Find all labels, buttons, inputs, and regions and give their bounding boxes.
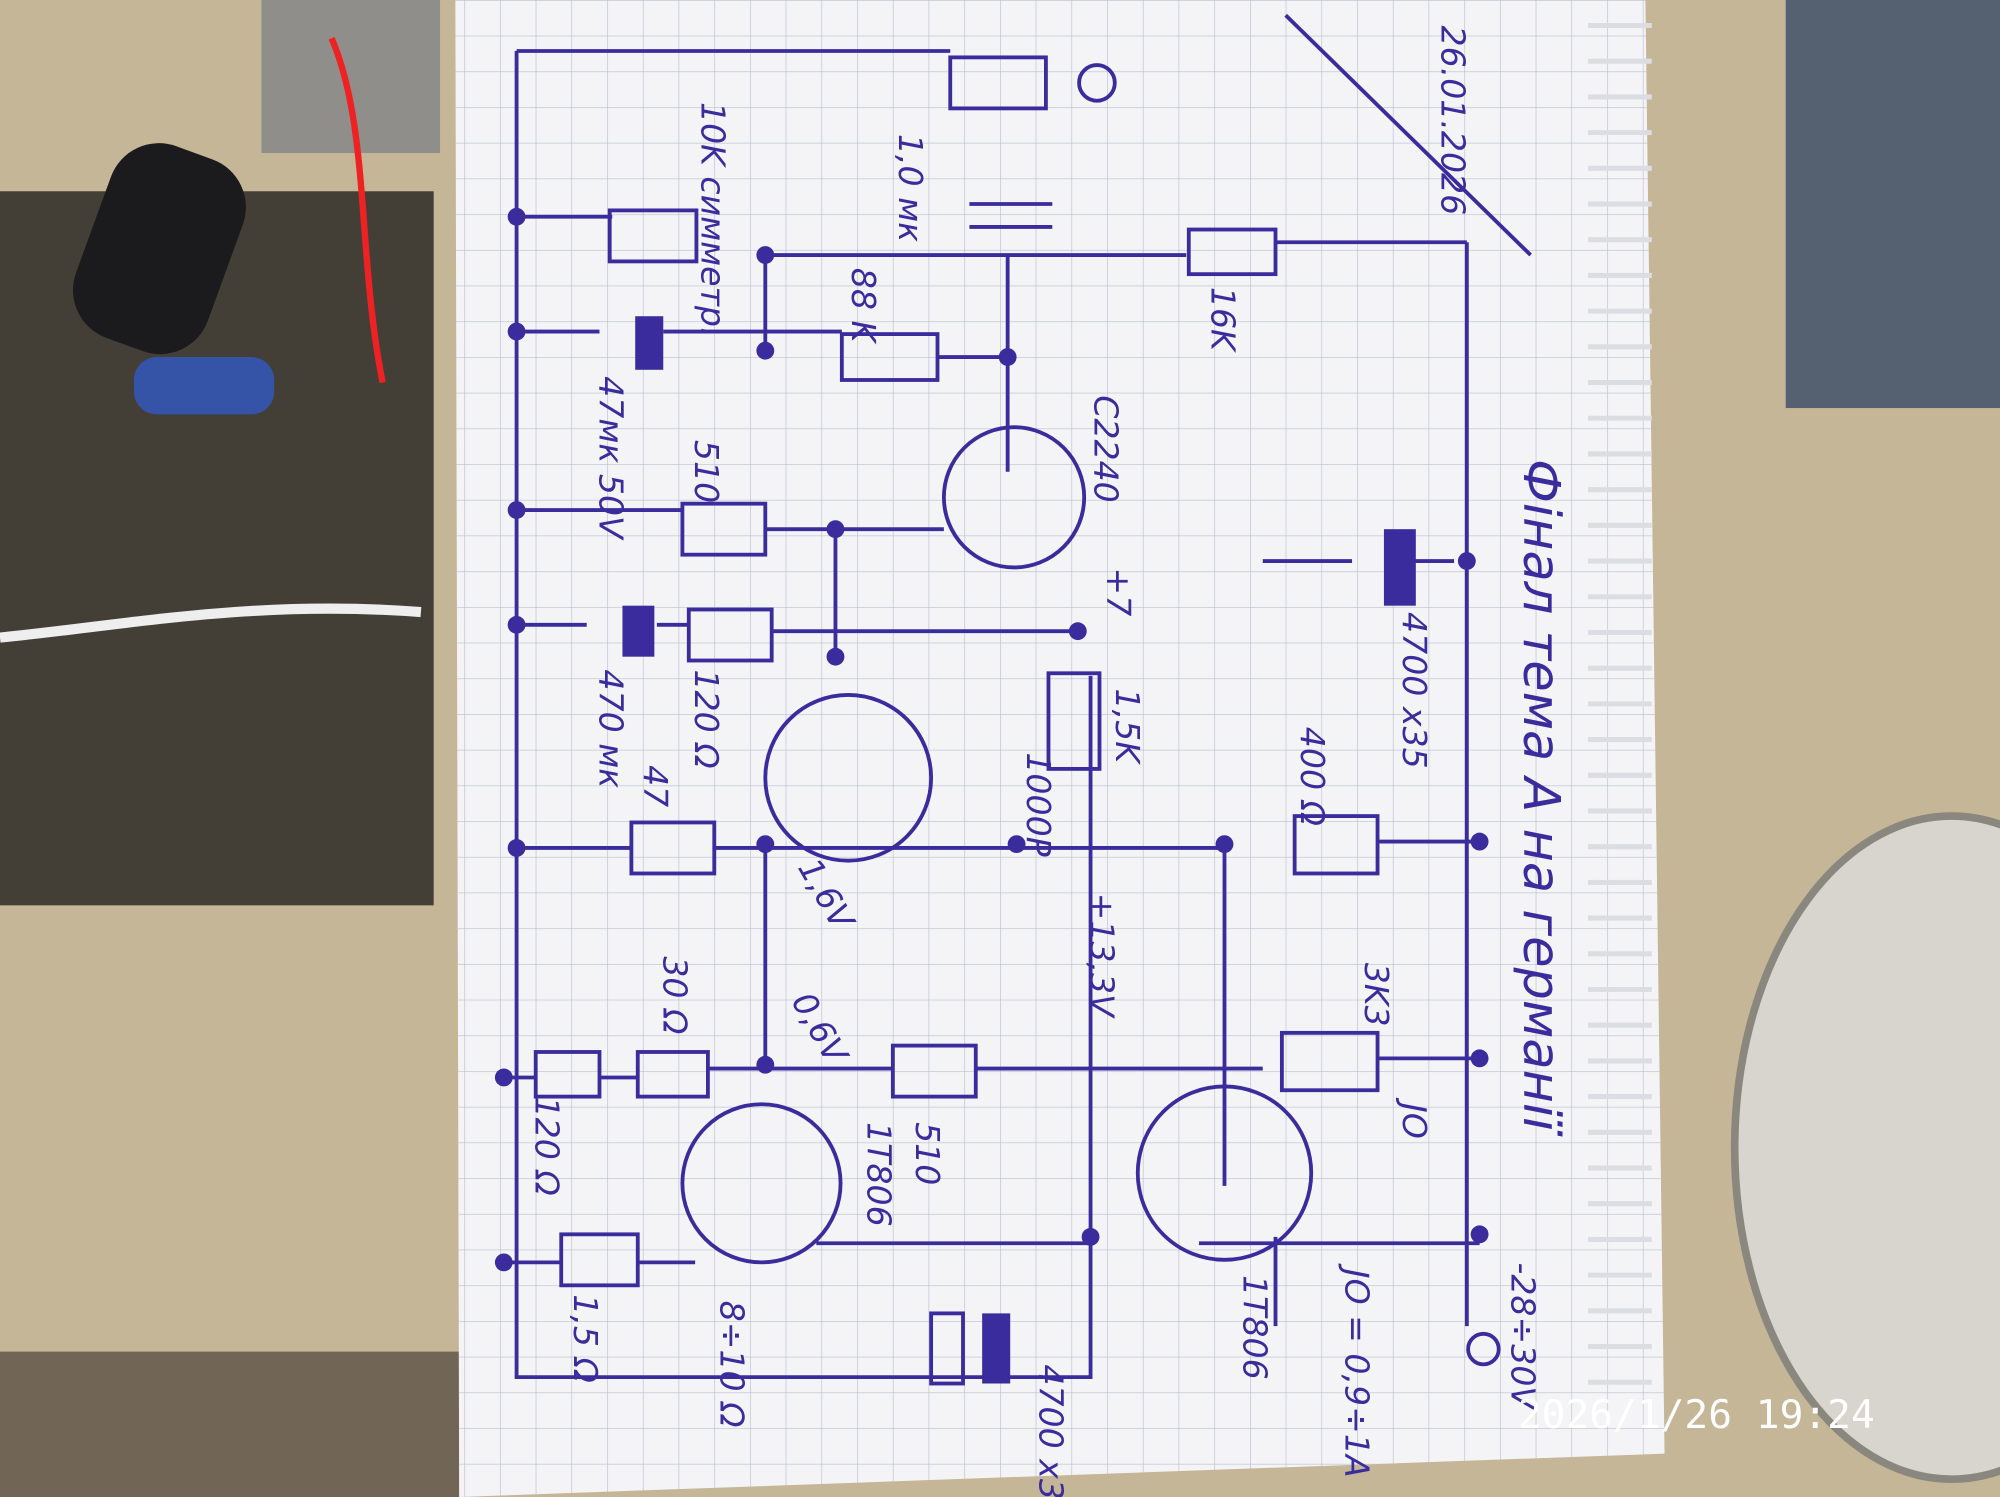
spiral-binding xyxy=(1588,22,1652,1385)
label-10k: 10K симметр. xyxy=(694,102,733,337)
label-120b: 120 Ω xyxy=(528,1097,567,1196)
label-16k: 16K xyxy=(1204,287,1243,353)
label-47: 47 xyxy=(636,765,675,807)
label-1t806-right: 1T806 xyxy=(1236,1275,1275,1380)
handwritten-labels: 26.01.2026 Фінал тема А на германії C224… xyxy=(528,26,1571,1497)
label-120: 120 Ω xyxy=(687,669,726,768)
round-plate xyxy=(1730,812,2000,1483)
label-1-5ohm: 1,5 Ω xyxy=(566,1294,605,1383)
label-c2240: C2240 xyxy=(1086,395,1125,502)
heat-sink xyxy=(261,0,441,154)
label-io: JO xyxy=(1395,1097,1434,1139)
photo-timestamp: 2026/1/26 19:24 xyxy=(1518,1392,1875,1438)
label-470: 470 мк xyxy=(591,669,630,788)
label-load: 8÷10 Ω xyxy=(713,1301,752,1428)
label-io-value: JO = 0,9÷1A xyxy=(1338,1263,1377,1478)
label-date: 26.01.2026 xyxy=(1433,26,1472,216)
label-1uf: 1,0 мк xyxy=(891,134,930,242)
capacitor-blue xyxy=(133,357,275,415)
label-supply: -28÷30V xyxy=(1503,1262,1542,1411)
red-wire xyxy=(328,36,386,384)
label-13-3v: +13,3V xyxy=(1083,893,1122,1020)
circuit-board xyxy=(0,191,434,906)
capacitor-black xyxy=(72,143,246,355)
label-3k3: 3K3 xyxy=(1357,963,1396,1027)
schematic xyxy=(494,13,1532,1386)
label-1-5k: 1,5K xyxy=(1108,689,1147,766)
label-47uf: 47мк 50V xyxy=(591,376,630,541)
label-88k: 88 K xyxy=(844,268,883,345)
label-510-bottom: 510 xyxy=(908,1122,947,1185)
label-1t806-left: 1T806 xyxy=(859,1122,898,1227)
left-bottom-dark xyxy=(0,1351,460,1497)
label-510-top: 510 xyxy=(687,440,726,503)
label-plus7: +7 xyxy=(1099,567,1138,616)
label-title: Фінал тема А на германії xyxy=(1511,459,1570,1137)
label-1000p: 1000P xyxy=(1019,752,1058,856)
label-4700-out: 4700 x35 xyxy=(1032,1364,1071,1497)
label-400: 400 Ω xyxy=(1293,727,1332,826)
label-4700-x35: 4700 x35 xyxy=(1395,612,1434,769)
power-supply xyxy=(1785,0,2000,409)
white-wire xyxy=(0,603,422,643)
label-30ohm: 30 Ω xyxy=(655,956,694,1034)
